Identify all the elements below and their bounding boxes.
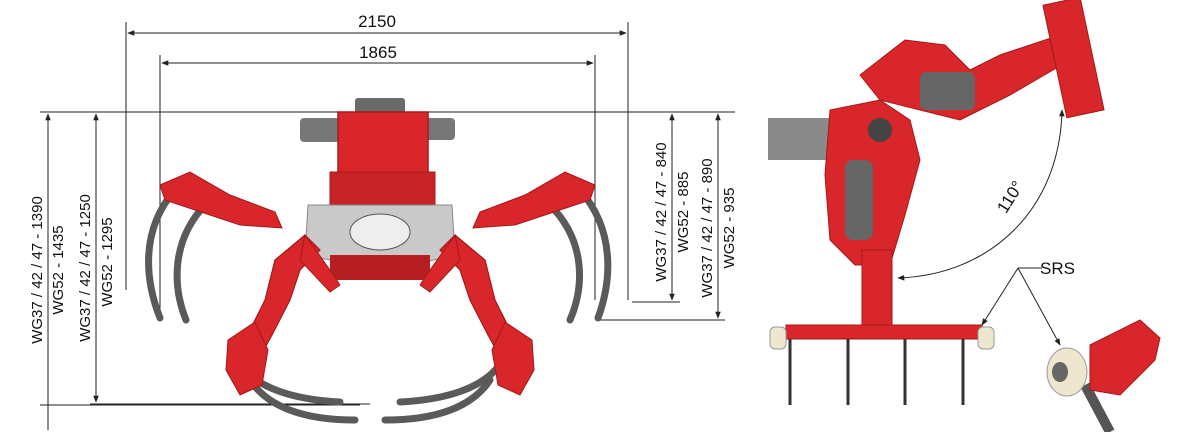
crossbar <box>785 324 983 340</box>
srs-detail <box>1046 319 1161 432</box>
dimension-width-inner: 1865 <box>359 43 397 62</box>
hitch-bracket <box>768 118 845 160</box>
left-roller <box>769 326 787 350</box>
front-view-dimensions <box>40 22 735 430</box>
dimension-height-left-outer-b: WG52 - 1435 <box>50 225 67 314</box>
right-roller <box>977 326 995 350</box>
dimension-height-right-outer-b: WG52 - 935 <box>721 188 738 269</box>
center-plate-opening <box>349 213 411 251</box>
gearbox-base <box>329 171 436 209</box>
dimension-height-left-inner-a: WG37 / 42 / 47 - 1250 <box>77 194 94 342</box>
upper-spring <box>920 72 975 110</box>
right-lower-tine-holder <box>491 321 535 396</box>
right-arm-link <box>419 233 461 293</box>
srs-roller-hub <box>1052 362 1068 382</box>
front-view-machine <box>145 98 612 424</box>
rotation-arc <box>897 109 1065 281</box>
srs-label: SRS <box>1040 259 1075 278</box>
side-tines <box>788 339 965 405</box>
folded-rake-frame <box>1042 0 1105 119</box>
left-lower-tine-holder <box>225 321 269 396</box>
dimension-height-left-outer-a: WG37 / 42 / 47 - 1390 <box>29 196 46 344</box>
dimension-height-left-inner-b: WG52 - 1295 <box>99 217 116 306</box>
dimension-height-right-inner-a: WG37 / 42 / 47 - 840 <box>653 142 670 281</box>
right-motor <box>425 118 455 140</box>
lower-spring <box>845 160 873 240</box>
srs-bracket <box>1089 319 1161 396</box>
side-view-machine <box>768 0 1105 405</box>
pivot-hub <box>868 118 892 142</box>
srs-callout-lines <box>981 267 1061 346</box>
lower-block <box>330 255 430 280</box>
vertical-post <box>861 249 893 329</box>
tines-left <box>145 186 359 424</box>
dimension-width-outer: 2150 <box>358 12 396 31</box>
left-motor <box>300 118 340 142</box>
dimension-height-right-inner-b: WG52 - 885 <box>675 172 692 253</box>
right-upper-tine-holder <box>472 171 596 229</box>
rotation-angle-label: 110° <box>993 178 1027 217</box>
dimension-height-right-outer-a: WG37 / 42 / 47 - 890 <box>699 158 716 297</box>
left-upper-tine-holder <box>159 171 283 229</box>
left-arm-link <box>299 233 341 293</box>
